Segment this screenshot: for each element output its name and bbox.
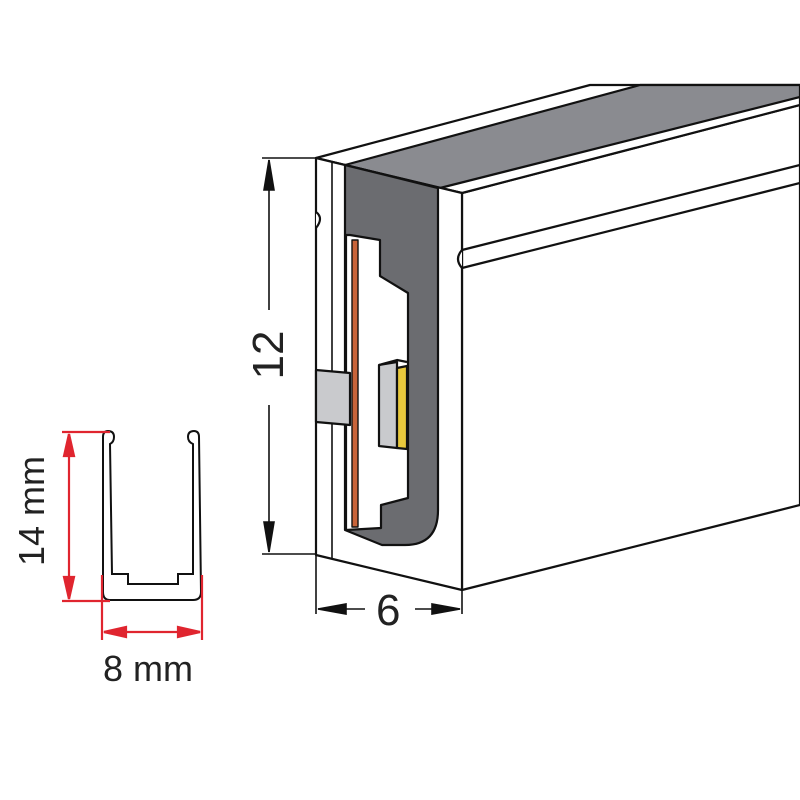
dim-12-arrow-top [263,159,275,191]
section-width-label: 8 mm [103,648,193,689]
dim-14-arrow-top [62,433,76,458]
dim-6-arrow-right [431,603,461,615]
led-chip-emitter [395,364,409,451]
section-height-label: 14 mm [11,455,52,567]
pcb-strip [351,239,359,528]
cross-section-outline [102,429,203,601]
led-chip-top [378,358,408,367]
dim-8-arrow-left [103,625,128,639]
profile-notch [315,211,322,229]
dim-8-arrow-right [176,625,201,639]
side-groove-bump [456,249,463,269]
dim-6-arrow-left [317,603,347,615]
mounting-clip [314,368,352,427]
dim-14-arrow-bottom [62,575,76,600]
dimension-height-label: 12 [244,330,293,380]
profile-side-groove [461,163,800,270]
dim-12-arrow-bottom [263,521,275,553]
dimension-width-label: 6 [376,586,401,635]
led-chip-side [377,360,399,450]
